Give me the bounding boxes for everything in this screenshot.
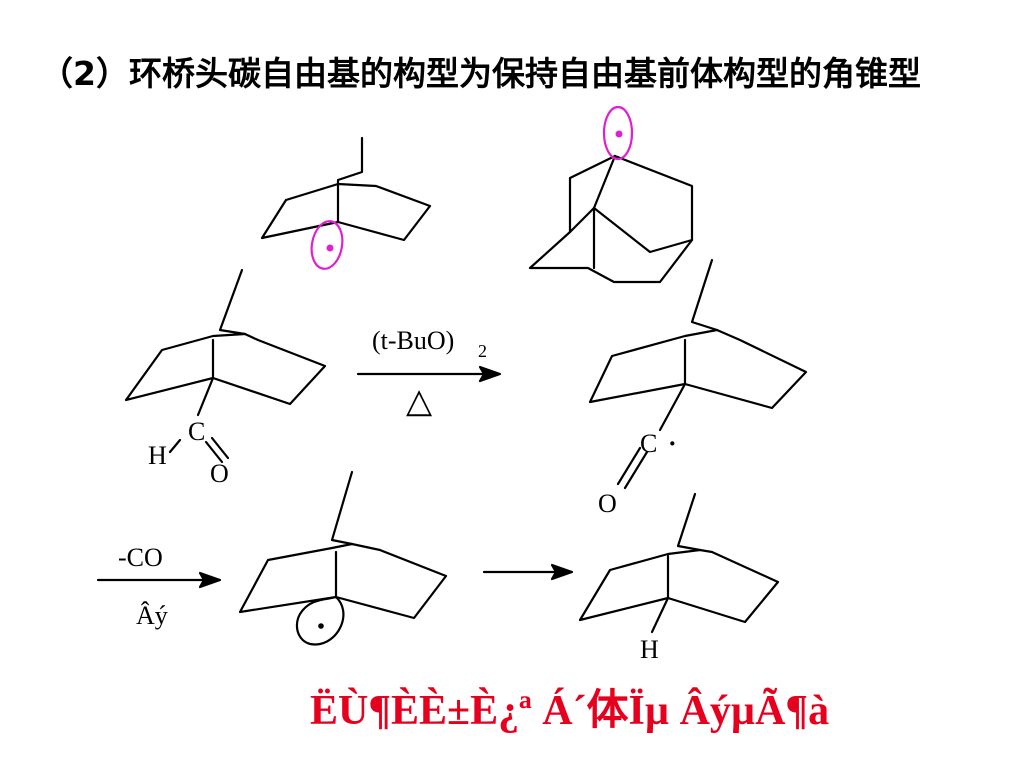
radical-dot-top: [326, 244, 334, 252]
norbornane-product: [578, 492, 780, 634]
heat-triangle: △: [406, 383, 433, 420]
radical-dot-bottom: [318, 623, 324, 629]
step2-bottom-label: Âý: [136, 601, 168, 630]
page-heading: （2）环桥头碳自由基的构型为保持自由基前体构型的角锥型: [40, 54, 921, 93]
reagent-subscript: 2: [478, 341, 487, 361]
reaction-arrow-2: [96, 571, 222, 589]
atom-h-left: H: [148, 441, 167, 470]
acyl-radical-dot: ·: [668, 429, 677, 458]
atom-o-right: O: [598, 489, 617, 518]
radical-orbital-lobe: [310, 220, 344, 270]
atom-o-left: O: [210, 459, 229, 488]
atom-h-product: H: [640, 635, 659, 664]
radical-orbital-lobe-top: [602, 105, 634, 161]
step2-top-label: -CO: [118, 543, 163, 572]
norbornane-aldehyde: [124, 268, 327, 464]
bicyclooctyl-radical-top: [260, 136, 432, 242]
norbornyl-radical: [238, 470, 448, 620]
reaction-arrow-3: [482, 563, 574, 581]
atom-c-left: C: [188, 417, 205, 446]
reagent-label: (t-BuO): [372, 326, 454, 355]
atom-c-right: C: [640, 429, 657, 458]
caption-text: ËÙ¶ÈÈ±È¿ª Á´体Ïµ ÂýµÃ¶à: [310, 687, 829, 734]
radical-orbital-bottom: [295, 595, 345, 646]
norbornyl-acyl-radical: [588, 258, 808, 490]
reaction-arrow-1: [356, 365, 502, 383]
adamantyl-radical: [528, 154, 694, 284]
radical-dot-adamantyl: [615, 130, 623, 138]
